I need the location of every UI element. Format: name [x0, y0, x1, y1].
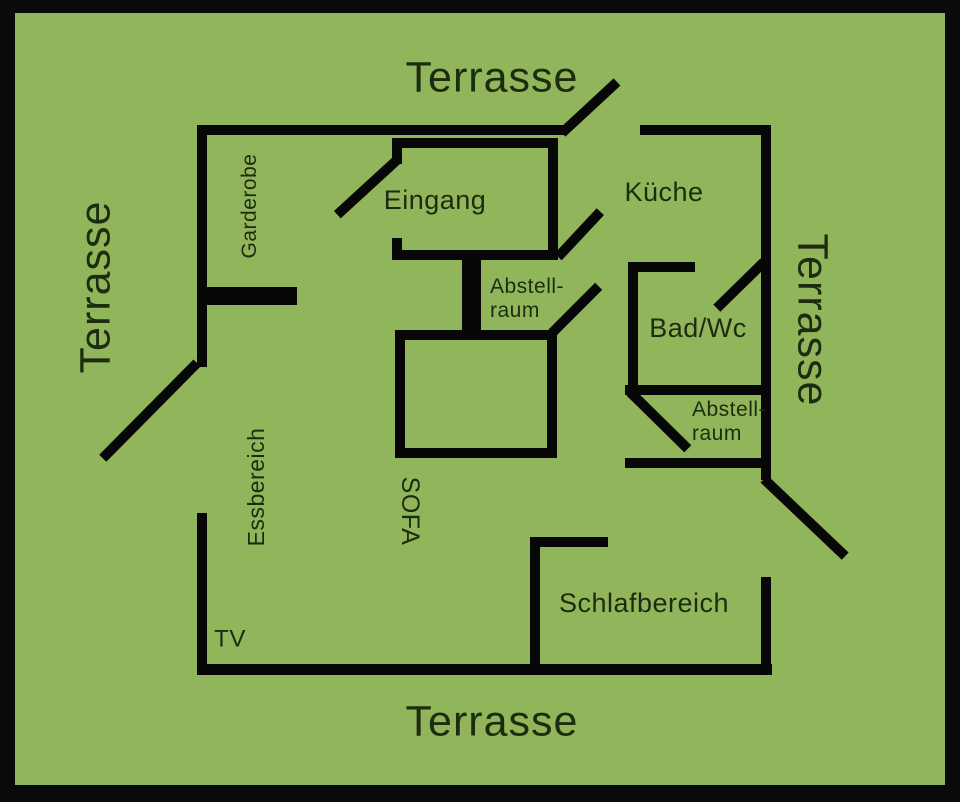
label-schlafbereich: Schlafbereich — [558, 587, 730, 618]
schlafbereich-top-wall — [530, 537, 608, 547]
right-wall-lower — [761, 577, 771, 675]
sofa-left-wall — [395, 330, 405, 458]
label-terrasse-bottom: Terrasse — [405, 697, 579, 746]
label-abstellraum-right-line1: Abstell- — [692, 398, 767, 421]
abstell-center-bar — [462, 252, 481, 340]
bottom-wall — [197, 664, 772, 675]
label-abstellraum-center-line2: raum — [490, 299, 540, 322]
door-right-terrace — [760, 475, 849, 560]
left-wall-lower — [197, 513, 207, 675]
sofa-right-wall — [547, 330, 557, 458]
door-abstell-right — [626, 388, 692, 453]
door-kueche-upper — [554, 208, 604, 261]
label-terrasse-right: Terrasse — [788, 233, 837, 407]
label-terrasse-top: Terrasse — [405, 53, 579, 102]
label-essbereich: Essbereich — [242, 427, 269, 547]
bad-left-wall — [628, 262, 638, 395]
label-terrasse-left: Terrasse — [71, 200, 120, 374]
garderobe-closet-bar — [197, 287, 297, 305]
label-kueche: Küche — [624, 176, 704, 207]
eingang-top-wall — [392, 138, 558, 148]
label-abstellraum-right: Abstell- raum — [692, 398, 766, 446]
door-bad — [713, 258, 768, 312]
label-abstellraum-center-line1: Abstell- — [490, 275, 565, 298]
eingang-left-stub-lower — [392, 238, 402, 260]
label-bad-wc: Bad/Wc — [649, 312, 747, 343]
top-wall-right — [640, 125, 771, 135]
eingang-right-wall — [548, 138, 558, 260]
garderobe-wall — [197, 125, 207, 367]
bad-top-wall — [628, 262, 695, 272]
label-eingang: Eingang — [383, 184, 487, 215]
door-left-terrace — [99, 359, 201, 462]
label-sofa: SOFA — [396, 476, 425, 546]
schlafbereich-left-wall — [530, 537, 540, 675]
sofa-bottom-wall — [395, 448, 555, 458]
abstellraum-right-bottom-wall — [625, 458, 771, 468]
label-abstellraum-right-line2: raum — [692, 422, 742, 445]
right-wall-upper — [761, 125, 771, 480]
eingang-left-stub-upper — [392, 138, 402, 164]
label-garderobe: Garderobe — [237, 153, 261, 259]
top-wall-left — [197, 125, 566, 135]
label-abstellraum-center: Abstell- raum — [490, 275, 564, 323]
label-tv: TV — [214, 625, 246, 653]
bad-bottom-wall — [625, 385, 771, 395]
